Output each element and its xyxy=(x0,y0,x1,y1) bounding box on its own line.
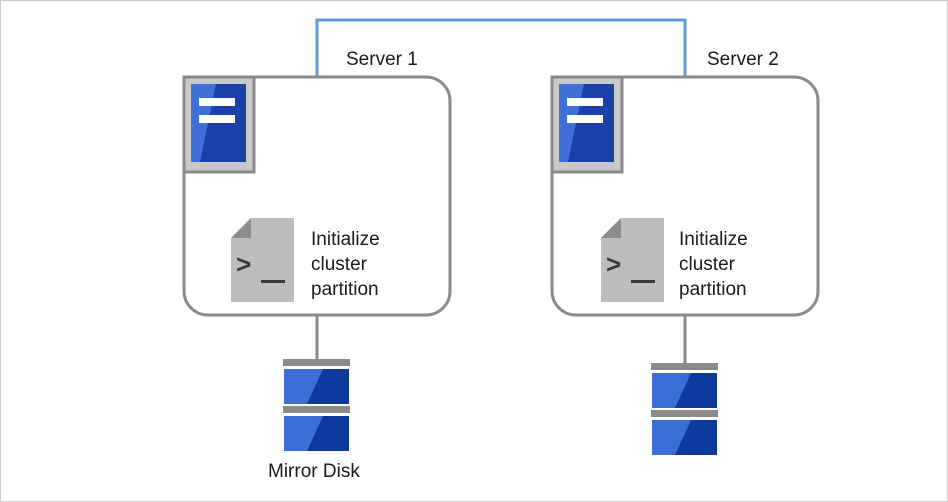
interconnect-line xyxy=(315,18,687,77)
server-1-action-line: Initialize xyxy=(311,229,380,250)
terminal-script-icon: > xyxy=(231,218,294,302)
server-2-name: Server 2 xyxy=(707,49,779,70)
svg-text:>: > xyxy=(606,249,621,279)
server-2-action-line: cluster xyxy=(679,254,736,275)
disk-icon xyxy=(283,359,350,451)
terminal-script-icon: > xyxy=(601,218,664,302)
server-1-action-line: partition xyxy=(311,279,379,300)
disk-icon xyxy=(651,363,718,455)
mirror-disk-label: Mirror Disk xyxy=(268,461,360,482)
server-2-action-line: partition xyxy=(679,279,747,300)
server-2-action-line: Initialize xyxy=(679,229,748,250)
server-1-action-line: cluster xyxy=(311,254,368,275)
svg-text:>: > xyxy=(236,249,251,279)
server-icon xyxy=(550,75,624,174)
server-icon xyxy=(182,75,256,174)
server-1-name: Server 1 xyxy=(346,49,418,70)
